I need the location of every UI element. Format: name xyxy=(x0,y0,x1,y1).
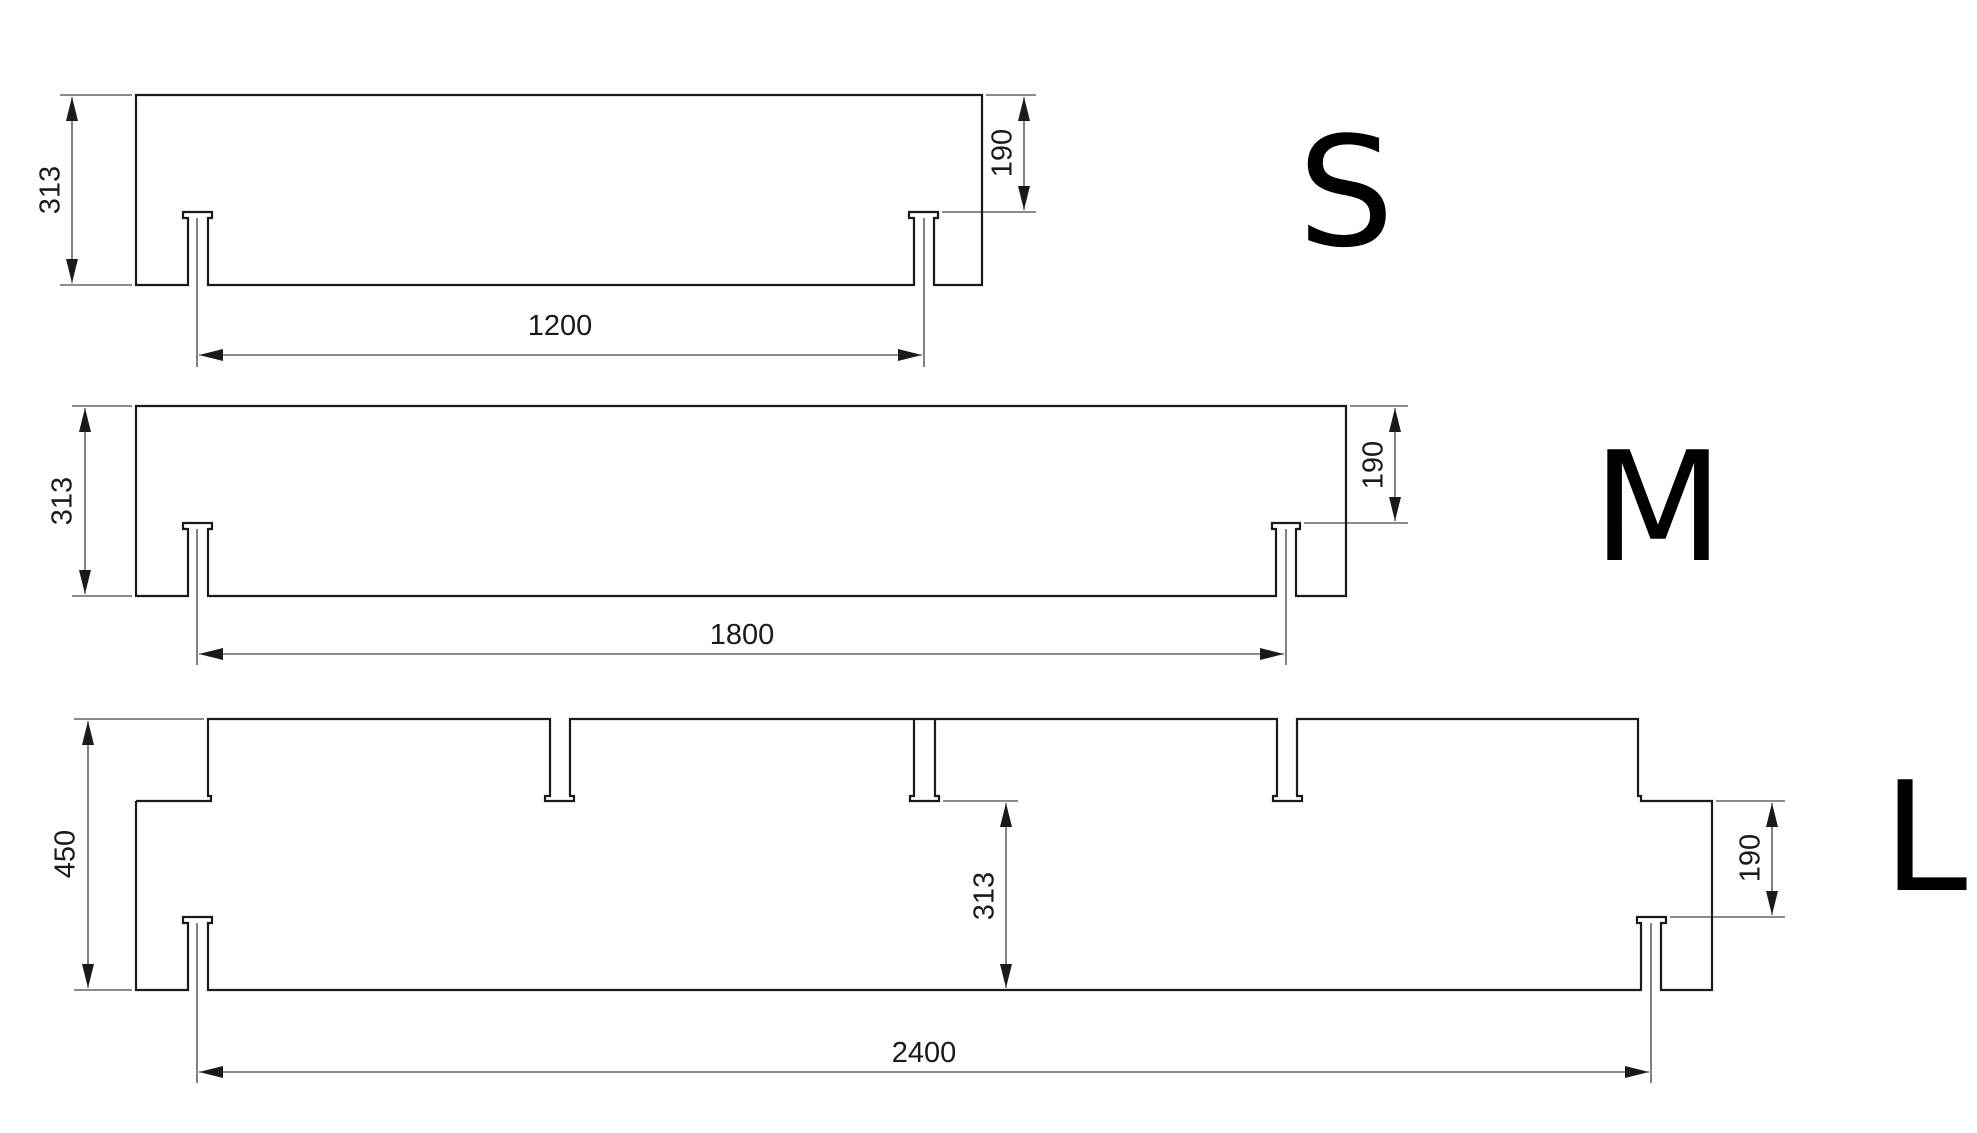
size-label-l: L xyxy=(1883,749,1968,926)
panel-m: 313 190 1800 M xyxy=(47,404,1724,665)
dim-m-slot-depth: 190 xyxy=(1358,441,1390,489)
size-label-m: M xyxy=(1592,419,1723,596)
dim-l-height: 450 xyxy=(50,830,82,878)
panel-s: 313 190 1200 S xyxy=(35,93,1394,367)
panel-l-outline xyxy=(134,717,1714,992)
dim-s-slot-depth: 190 xyxy=(987,129,1019,177)
dim-m-height: 313 xyxy=(47,477,79,525)
dim-l-slot-spacing: 2400 xyxy=(892,1037,957,1069)
dim-l-inner-height: 313 xyxy=(969,872,1001,920)
dim-l-slot-depth: 190 xyxy=(1735,834,1767,882)
panel-m-outline xyxy=(134,404,1348,598)
dim-m-slot-spacing: 1800 xyxy=(710,619,775,651)
dim-s-slot-spacing: 1200 xyxy=(528,310,593,342)
dim-s-height: 313 xyxy=(35,166,67,214)
size-label-s: S xyxy=(1298,104,1394,281)
panel-l: 450 313 190 2400 L xyxy=(50,717,1968,1083)
panel-s-outline xyxy=(134,93,984,287)
